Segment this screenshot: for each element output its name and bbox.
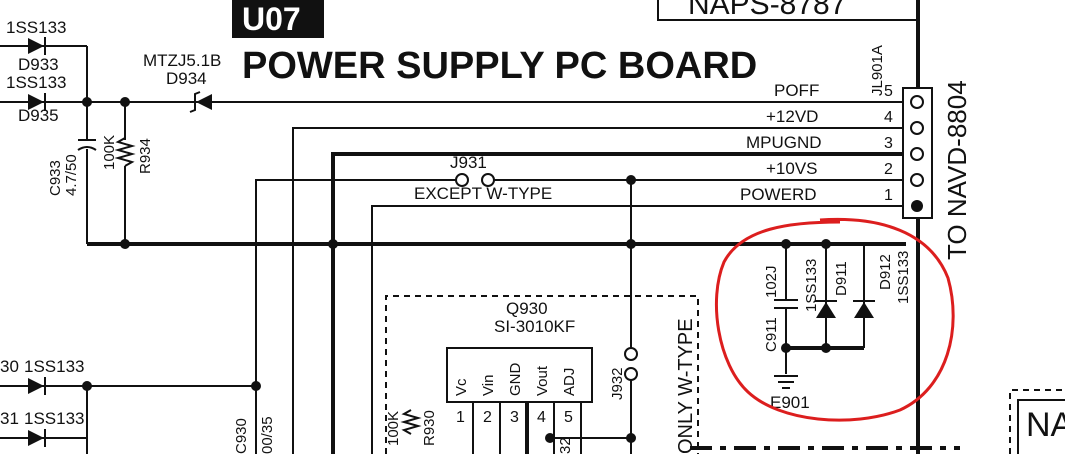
pin2-num: 2	[884, 161, 893, 178]
pin3-num: 3	[884, 135, 893, 152]
r934-ref: R934	[137, 138, 154, 174]
d931-ref: 31	[0, 409, 19, 428]
board-title: POWER SUPPLY PC BOARD	[242, 45, 757, 87]
pin4-label: +12VD	[766, 107, 818, 126]
connector-name: JL901A	[869, 45, 886, 96]
regulator-q930: Q930 SI-3010KF Vc Vin GND Vout ADJ 1 2 3…	[446, 299, 593, 454]
c930-ref: C930	[233, 418, 250, 454]
naps-ref-box: NAPS-8787	[657, 0, 919, 21]
d934-type: MTZJ5.1B	[143, 51, 221, 70]
pin4-num: 4	[884, 109, 893, 126]
circled-protection-circuit: C911 102J 1SS133 D911 D912 1SS133 E901	[763, 243, 912, 412]
j931-note: EXCEPT W-TYPE	[414, 184, 552, 203]
capacitor-c933: C933 4.7/50	[47, 139, 97, 196]
jumper-j932: J932 ONLY W-TYPE	[609, 318, 697, 454]
q930-num-4: 4	[537, 409, 546, 426]
d930-type: 1SS133	[24, 357, 85, 376]
q930-num-1: 1	[456, 409, 465, 426]
q930-pin-gnd: GND	[507, 363, 524, 397]
zener-d934: MTZJ5.1B D934	[143, 51, 221, 113]
q930-type: SI-3010KF	[494, 317, 575, 336]
d911-ref: D911	[833, 261, 850, 296]
q930-num-2: 2	[483, 409, 492, 426]
d912-type: 1SS133	[895, 251, 912, 304]
c933-value: 4.7/50	[63, 154, 80, 196]
naps-ref-text: NAPS-8787	[688, 0, 846, 21]
d934-ref: D934	[166, 69, 207, 88]
connector-jl901a: JL901A TO NAVD-8804 POFF 5 +12VD 4 MPUGN…	[740, 45, 972, 260]
w-type-region	[385, 295, 699, 454]
d935-type: 1SS133	[6, 73, 67, 92]
pin1-label: POWERD	[740, 185, 817, 204]
j932-ref: J932	[609, 367, 626, 400]
capacitor-c930: C930 00/35	[233, 416, 276, 454]
diode-d930: 30 1SS133	[0, 357, 85, 395]
diode-d935: 1SS133 D935	[6, 73, 67, 125]
resistor-r934: 100K R934	[101, 135, 154, 174]
connector-destination: TO NAVD-8804	[942, 80, 972, 260]
q930-pin-vout: Vout	[534, 365, 551, 396]
r934-value: 100K	[101, 135, 118, 170]
pin2-label: +10VS	[766, 159, 818, 178]
pin5-num: 5	[884, 83, 893, 100]
q930-num-5: 5	[564, 409, 573, 426]
d930-ref: 30	[0, 357, 19, 376]
d933-type: 1SS133	[6, 18, 67, 37]
q930-ref: Q930	[506, 299, 548, 318]
r930-value: 100K	[385, 411, 402, 446]
partial-32: 32	[557, 437, 574, 454]
right-ref-text: NA	[1026, 406, 1065, 444]
q930-pin-vc: Vc	[453, 378, 470, 396]
q930-num-3: 3	[510, 409, 519, 426]
j932-note: ONLY W-TYPE	[675, 318, 697, 454]
diode-d933: 1SS133 D933	[6, 18, 67, 74]
diode-d931: 31 1SS133	[0, 409, 85, 447]
right-ref-box: NA	[1009, 389, 1065, 454]
d931-type: 1SS133	[24, 409, 85, 428]
d933-ref: D933	[18, 55, 59, 74]
board-badge: U07	[232, 0, 324, 38]
c930-value: 00/35	[259, 416, 276, 454]
pin3-label: MPUGND	[746, 133, 822, 152]
d911-type: 1SS133	[803, 259, 820, 312]
pin5-label: POFF	[774, 81, 819, 100]
resistor-r930: 100K R930	[385, 409, 438, 446]
board-badge-text: U07	[242, 1, 301, 37]
j931-ref: J931	[450, 153, 487, 172]
r930-ref: R930	[421, 410, 438, 446]
q930-pin-adj: ADJ	[561, 368, 578, 396]
c911-ref: C911	[763, 317, 780, 352]
d935-ref: D935	[18, 106, 59, 125]
d912-ref: D912	[877, 254, 894, 290]
c933-ref: C933	[47, 160, 64, 196]
q930-pin-vin: Vin	[480, 375, 497, 396]
jumper-j931: J931 EXCEPT W-TYPE	[414, 153, 552, 203]
e901-ref: E901	[770, 393, 810, 412]
c911-value: 102J	[763, 265, 780, 298]
pin1-num: 1	[884, 187, 893, 204]
annotation-circle	[714, 217, 955, 422]
